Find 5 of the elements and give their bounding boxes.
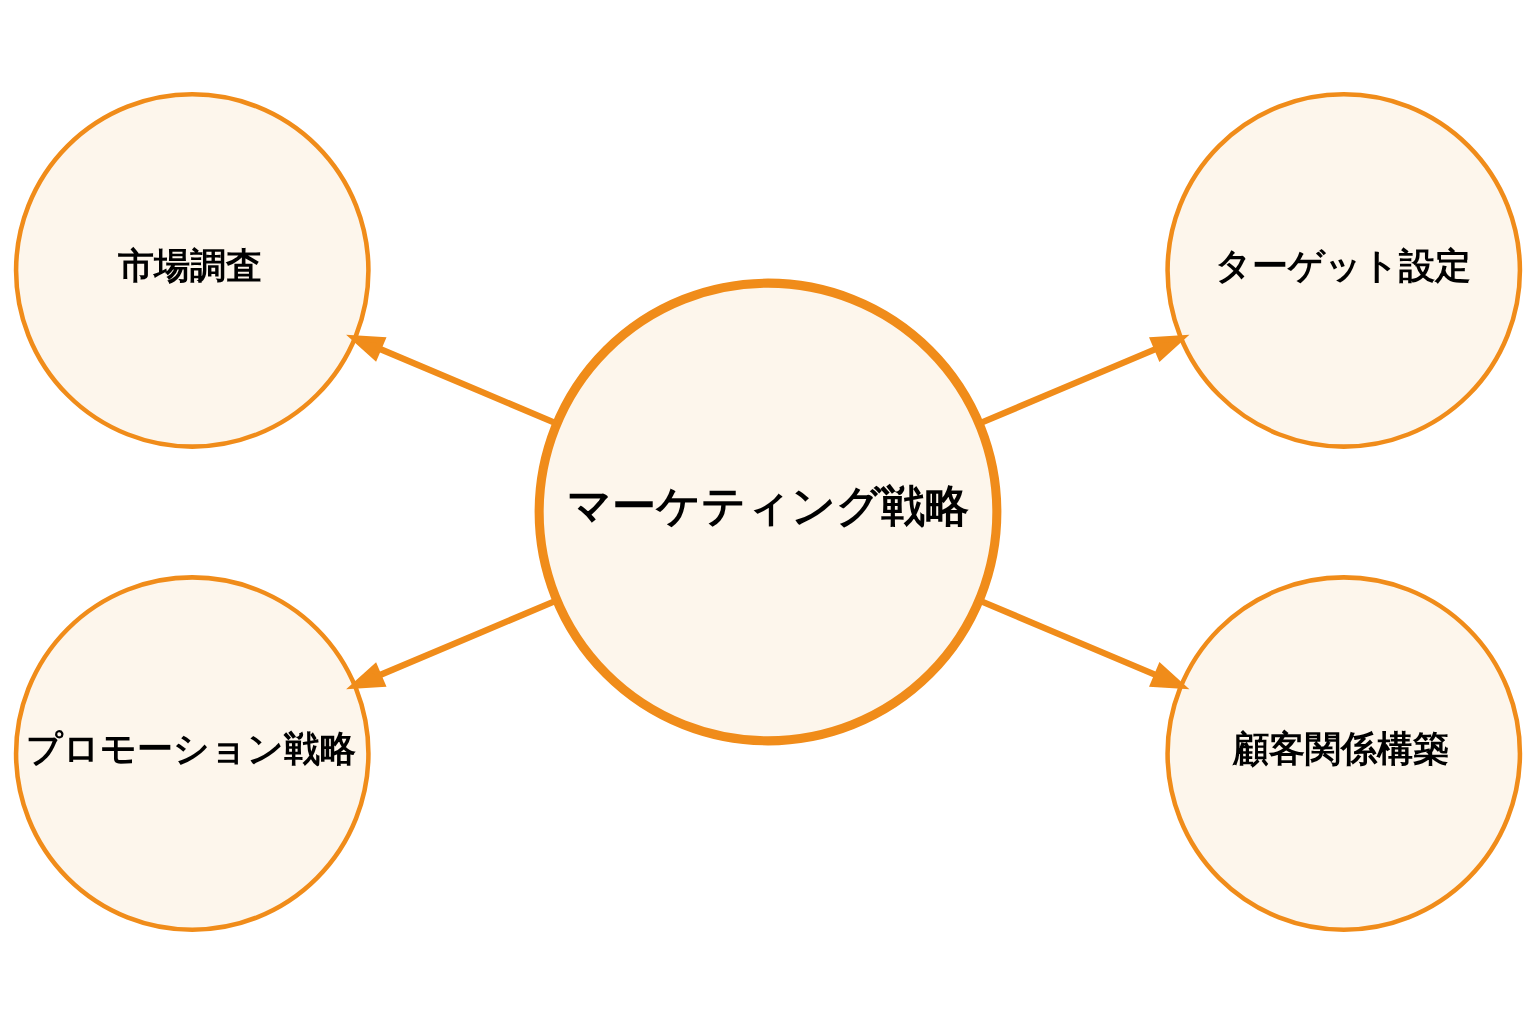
node-circle: ターゲット設定 <box>1165 92 1523 449</box>
node-circle: プロモーション戦略 <box>13 575 371 932</box>
node-circle: 顧客関係構築 <box>1165 575 1523 932</box>
node-circle: マーケティング戦略 <box>534 278 1002 746</box>
node-circle: 市場調査 <box>13 92 371 449</box>
